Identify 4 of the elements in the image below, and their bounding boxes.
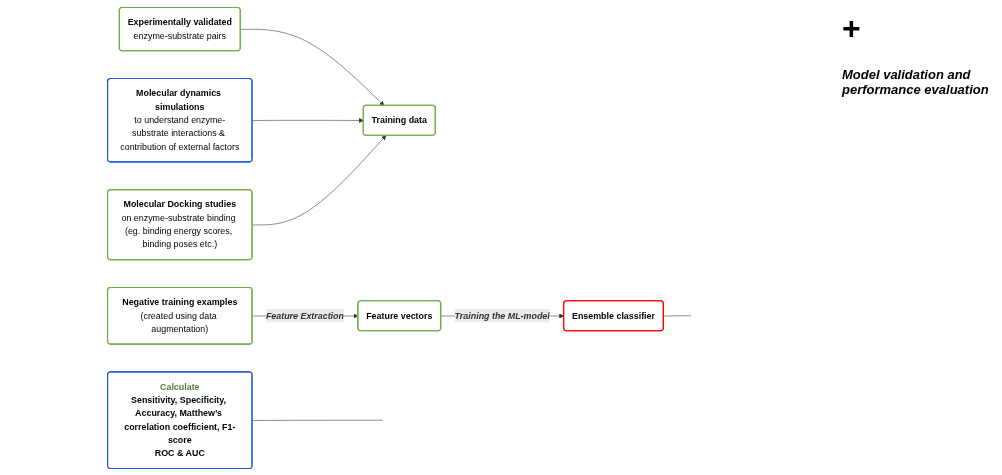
edge-label: Feature Extraction — [265, 310, 344, 320]
plus-sign: + — [842, 10, 862, 47]
edge-label: Training the ML-model — [454, 310, 550, 320]
annotation: Model validation and performance evaluation — [842, 67, 990, 97]
